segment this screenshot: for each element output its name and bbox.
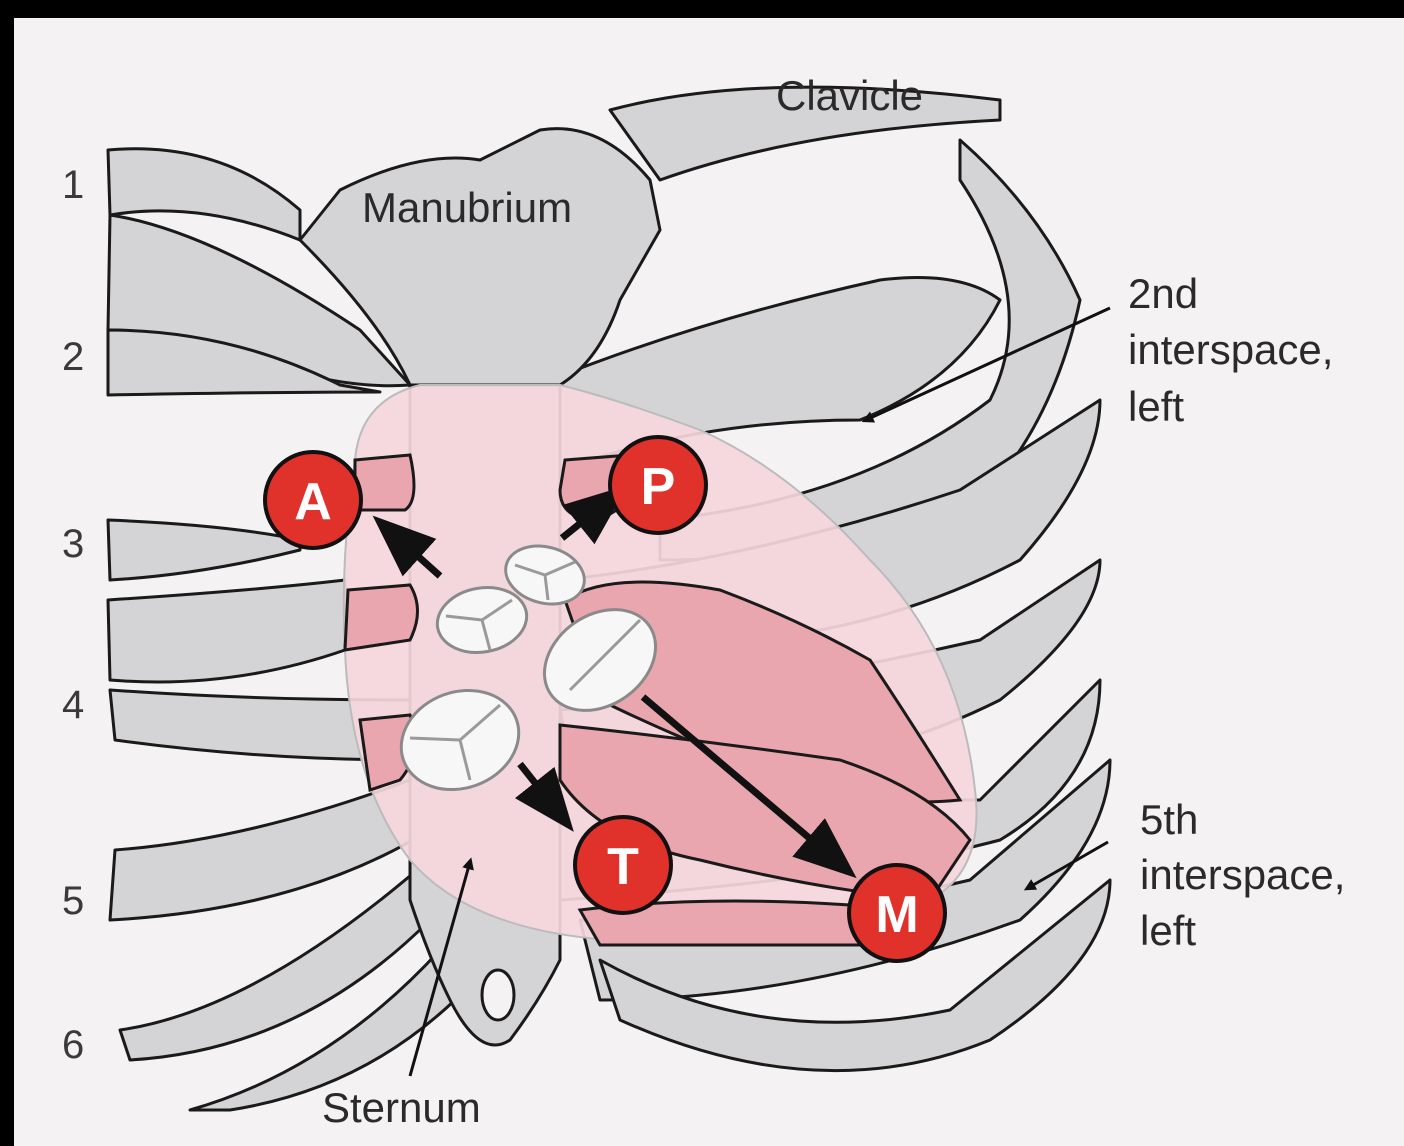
svg-text:left: left (1128, 383, 1184, 430)
manubrium-label: Manubrium (362, 184, 572, 231)
clavicle-label: Clavicle (776, 72, 923, 119)
rib-4-left-upper (108, 580, 345, 682)
rib-number-1: 1 (62, 163, 84, 207)
svg-text:interspace,: interspace, (1128, 326, 1333, 373)
site-P: P (610, 437, 706, 533)
rib-numbers: 1 2 3 4 5 6 (62, 163, 84, 1067)
site-M-label: M (875, 886, 918, 944)
site-T: T (575, 817, 671, 913)
site-A: A (265, 452, 361, 548)
svg-text:interspace,: interspace, (1140, 851, 1345, 898)
svg-text:2nd: 2nd (1128, 270, 1198, 317)
rib-number-5: 5 (62, 879, 84, 923)
xiphoid-process (482, 970, 514, 1020)
label-2nd-interspace: 2nd interspace, left (1128, 270, 1333, 430)
site-T-label: T (607, 838, 639, 896)
rib-3-left (108, 520, 300, 580)
rib-number-4: 4 (62, 683, 84, 727)
rib-number-6: 6 (62, 1023, 84, 1067)
label-5th-interspace: 5th interspace, left (1140, 796, 1345, 954)
svg-text:5th: 5th (1140, 796, 1198, 843)
site-P-label: P (641, 458, 676, 516)
chest-svg: A P T M 1 2 3 4 5 6 Clavicle Manubrium S… (14, 18, 1404, 1146)
site-M: M (849, 865, 945, 961)
sternum-label: Sternum (322, 1084, 481, 1131)
chest-diagram: A P T M 1 2 3 4 5 6 Clavicle Manubrium S… (14, 18, 1404, 1146)
site-A-label: A (294, 473, 332, 531)
rib-number-3: 3 (62, 522, 84, 566)
svg-text:left: left (1140, 907, 1196, 954)
rib-number-2: 2 (62, 335, 84, 379)
